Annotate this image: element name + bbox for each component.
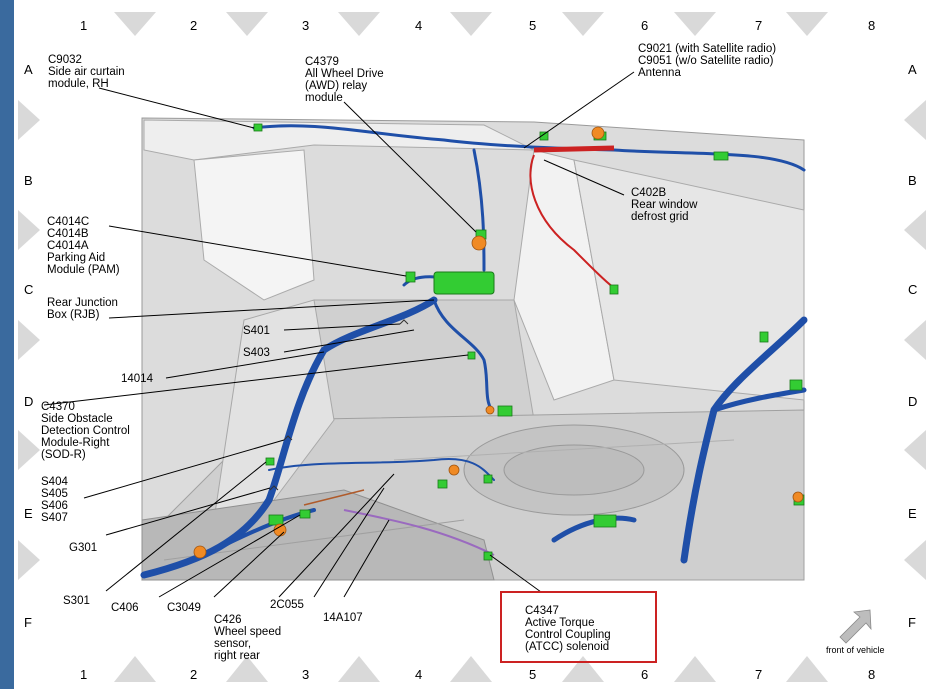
label-c426-line3: right rear [214, 650, 260, 662]
label-c4379-line2: (AWD) relay [305, 80, 367, 92]
left-edge-strip [0, 0, 14, 689]
label-c402b-code: C402B [631, 187, 666, 199]
label-14014: 14014 [121, 373, 154, 385]
grid-col-3-bottom: 3 [302, 667, 309, 682]
grid-col-1-bottom: 1 [80, 667, 87, 682]
label-c4370-line1: Side Obstacle [41, 413, 113, 425]
front-of-vehicle-arrow-icon [839, 609, 872, 644]
label-c406: C406 [111, 602, 139, 614]
label-c4379-code: C4379 [305, 56, 339, 68]
grid-row-c-right: C [908, 282, 917, 297]
label-c426-line1: Wheel speed [214, 626, 281, 638]
grid-row-c: C [24, 282, 33, 297]
label-c4370-line4: (SOD-R) [41, 449, 86, 461]
label-c4370-line2: Detection Control [41, 425, 130, 437]
grid-row-d-right: D [908, 394, 917, 409]
label-c9021-line2: C9051 (w/o Satellite radio) [638, 55, 774, 67]
label-c9032-code: C9032 [48, 54, 82, 66]
label-2c055: 2C055 [270, 599, 304, 611]
label-c4379-line1: All Wheel Drive [305, 68, 384, 80]
defrost-wire [529, 154, 615, 289]
label-c426-line2: sensor, [214, 638, 251, 650]
label-c4014-line4: Parking Aid [47, 252, 105, 264]
label-c4347-line3: (ATCC) solenoid [525, 641, 609, 653]
grid-col-8-bottom: 8 [868, 667, 875, 682]
diagram-frame: 1 2 3 4 5 6 7 8 1 2 3 4 5 6 7 8 A B C D … [14, 0, 931, 689]
grid-col-7: 7 [755, 18, 762, 33]
grid-row-f-right: F [908, 615, 916, 630]
label-c4347-code: C4347 [525, 605, 559, 617]
grid-row-e: E [24, 506, 33, 521]
label-splice-line1: S404 [41, 476, 68, 488]
label-c4347-line1: Active Torque [525, 617, 594, 629]
label-c4014-line1: C4014C [47, 216, 89, 228]
border-triangles [18, 12, 926, 682]
grid-col-6-bottom: 6 [641, 667, 648, 682]
label-c9021-line3: Antenna [638, 67, 681, 79]
label-splice-line2: S405 [41, 488, 68, 500]
label-splice-line4: S407 [41, 512, 68, 524]
label-rjb-line1: Rear Junction [47, 297, 118, 309]
label-c9021-line1: C9021 (with Satellite radio) [638, 43, 776, 55]
wiring-diagram: 1 2 3 4 5 6 7 8 1 2 3 4 5 6 7 8 A B C D … [18, 12, 926, 682]
grid-row-b: B [24, 173, 33, 188]
grid-row-a-right: A [908, 62, 917, 77]
label-s401: S401 [243, 325, 270, 337]
label-s403: S403 [243, 347, 270, 359]
grid-col-3: 3 [302, 18, 309, 33]
label-c402b-line1: Rear window [631, 199, 698, 211]
label-c9032-line2: module, RH [48, 78, 109, 90]
grid-col-1: 1 [80, 18, 87, 33]
grid-col-5: 5 [529, 18, 536, 33]
grid-col-2: 2 [190, 18, 197, 33]
leader-lines [43, 71, 635, 598]
grid-row-e-right: E [908, 506, 917, 521]
label-c4014-line3: C4014A [47, 240, 89, 252]
label-s301: S301 [63, 595, 90, 607]
label-c3049: C3049 [167, 602, 201, 614]
label-c9032-line1: Side air curtain [48, 66, 125, 78]
rear-junction-box [433, 271, 495, 295]
label-splice-line3: S406 [41, 500, 68, 512]
grid-col-8: 8 [868, 18, 875, 33]
label-c4379-line3: module [305, 92, 343, 104]
grid-col-4: 4 [415, 18, 422, 33]
grid-col-2-bottom: 2 [190, 667, 197, 682]
grid-row-d: D [24, 394, 33, 409]
label-14a107: 14A107 [323, 612, 363, 624]
label-c4347-line2: Control Coupling [525, 629, 611, 641]
label-rjb-line2: Box (RJB) [47, 309, 100, 321]
grid-row-f: F [24, 615, 32, 630]
splice-marks [269, 319, 409, 491]
grid-row-a: A [24, 62, 33, 77]
label-c4370-code: C4370 [41, 401, 75, 413]
grid-col-5-bottom: 5 [529, 667, 536, 682]
atcc-highlight-box [500, 591, 657, 663]
wheel-speed-wire [303, 489, 365, 506]
label-c4014-line2: C4014B [47, 228, 89, 240]
label-c4370-line3: Module-Right [41, 437, 110, 449]
grid-col-6: 6 [641, 18, 648, 33]
front-of-vehicle-label: front of vehicle [826, 645, 885, 655]
label-c426-code: C426 [214, 614, 242, 626]
grid-col-4-bottom: 4 [415, 667, 422, 682]
grid-col-7-bottom: 7 [755, 667, 762, 682]
atcc-wire [343, 509, 495, 556]
label-c402b-line2: defrost grid [631, 211, 689, 223]
antenna-cable [533, 145, 615, 153]
orange-connectors [193, 126, 804, 559]
label-g301: G301 [69, 542, 97, 554]
grid-row-b-right: B [908, 173, 917, 188]
label-c4014-line5: Module (PAM) [47, 264, 120, 276]
vehicle-body [141, 117, 805, 581]
